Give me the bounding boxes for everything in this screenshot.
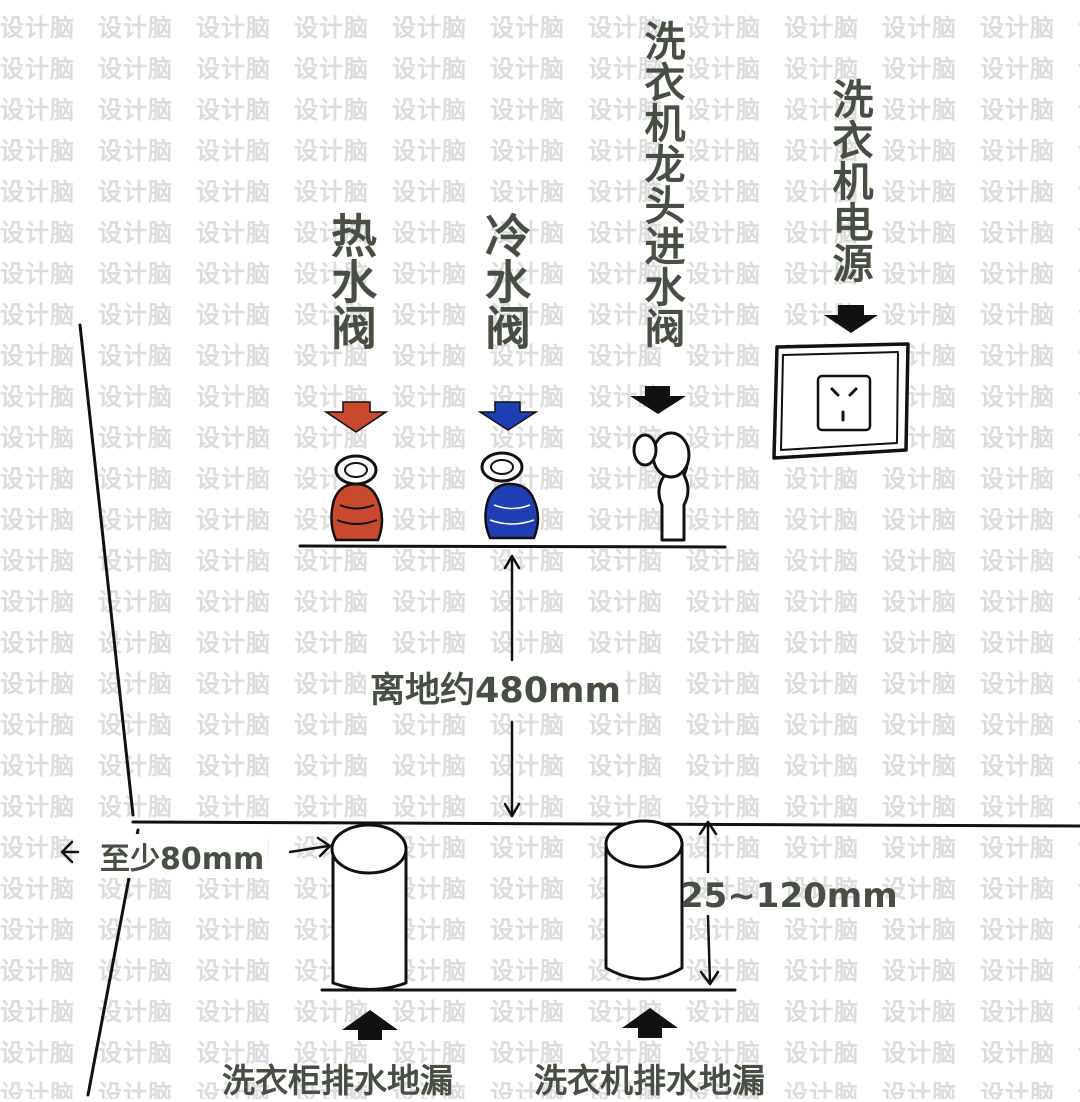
hot-valve-icon: [330, 454, 384, 542]
valve-baseline: [298, 544, 727, 549]
gap-dimension: [60, 836, 332, 864]
wall-line: [78, 323, 135, 817]
tap-down-arrow-icon: [630, 386, 686, 414]
cold-down-arrow-icon: [477, 401, 539, 431]
washer-drain-up-arrow-icon: [622, 1008, 678, 1038]
hot-down-arrow-icon: [323, 401, 389, 433]
floor-back-line: [131, 820, 1080, 828]
cabinet-drain-label: 洗衣柜排水地漏: [222, 1061, 453, 1100]
height-dimension: [503, 554, 521, 818]
washer-power-label: 洗衣机电源: [825, 78, 873, 283]
washer-tap-icon: [632, 431, 691, 542]
cold-valve-label: 冷水阀: [478, 212, 532, 350]
cold-valve-icon: [480, 451, 540, 540]
hot-valve-label: 热水阀: [324, 212, 378, 350]
drain-height-dimension: [698, 820, 720, 986]
min-gap-label: 至少80mm: [96, 834, 269, 878]
height-from-floor-label: 离地约480mm: [366, 662, 625, 713]
cabinet-drain-pipe: [330, 823, 408, 991]
washer-drain-label: 洗衣机排水地漏: [534, 1061, 765, 1100]
washer-drain-pipe: [604, 819, 684, 981]
cabinet-drain-up-arrow-icon: [342, 1010, 398, 1040]
washer-tap-label: 洗衣机龙头进水阀: [637, 20, 685, 348]
power-socket-icon: [772, 342, 910, 460]
power-down-arrow-icon: [824, 305, 878, 333]
drain-height-label: 25~120mm: [680, 876, 898, 916]
